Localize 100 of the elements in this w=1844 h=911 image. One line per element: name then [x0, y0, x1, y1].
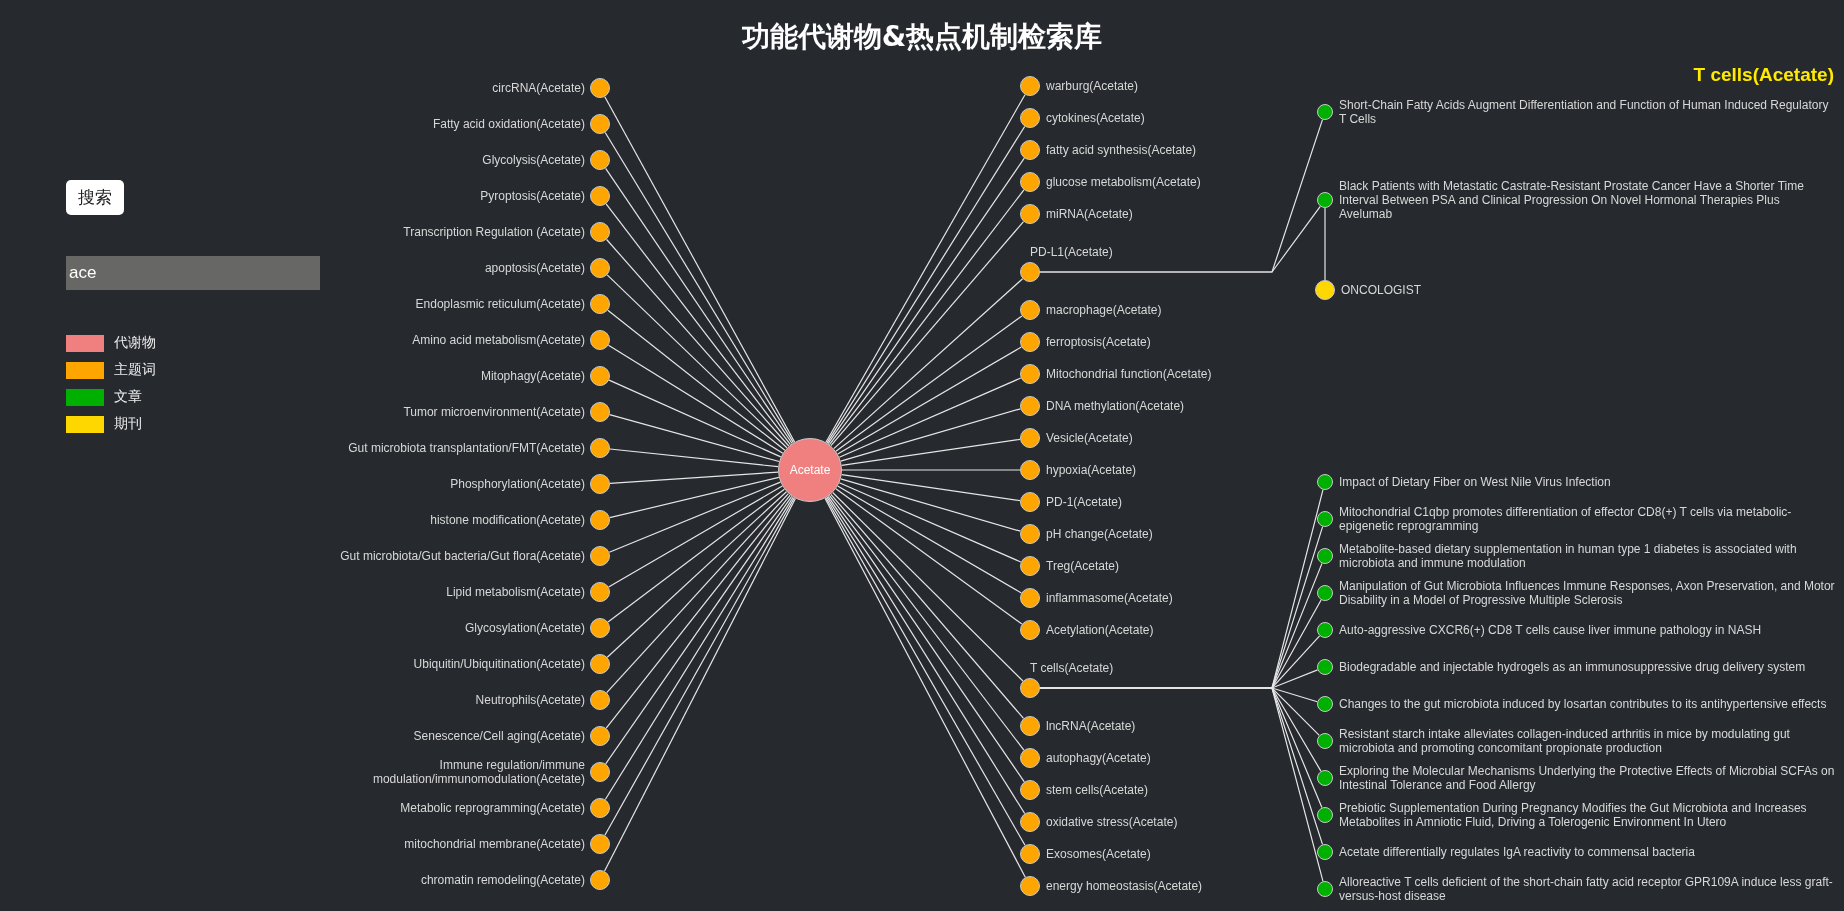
node-label: Prebiotic Supplementation During Pregnancy Modifies the Gut Microbiota and Increases Metabolites in Amniotic Fluid, Driving a Tolerogenic Environment In Utero [1339, 801, 1808, 829]
connector-line [606, 274, 788, 449]
connector-line [841, 469, 1021, 471]
node-label: mitochondrial membrane(Acetate) [404, 837, 585, 851]
node-label: Mitochondrial function(Acetate) [1046, 367, 1212, 381]
node-label: stem cells(Acetate) [1046, 783, 1149, 797]
node-label: ferroptosis(Acetate) [1046, 335, 1151, 349]
node-label: Pyroptosis(Acetate) [480, 189, 585, 203]
node-label: Fatty acid oxidation(Acetate) [432, 117, 585, 131]
node-label: PD-L1(Acetate) [1030, 245, 1113, 259]
node-label: energy homeostasis(Acetate) [1046, 879, 1203, 893]
node-label: Auto-aggressive CXCR6(+) CD8 T cells cause liver immune pathology in NASH [1339, 623, 1762, 637]
node-label: Acetate [789, 463, 831, 477]
node-label: Exploring the Molecular Mechanisms Underlying the Protective Effects of Microbial SCFAs on Intestinal Tolerance and Food Allergy [1339, 764, 1835, 792]
node-label: hypoxia(Acetate) [1046, 463, 1137, 477]
connector-line [608, 481, 781, 553]
node-label: inflammasome(Acetate) [1046, 591, 1173, 605]
connector-line [841, 438, 1021, 466]
connector-line [607, 344, 784, 454]
connector-line [606, 238, 790, 447]
node-label: Neutrophils(Acetate) [475, 693, 585, 707]
node-label: Mitophagy(Acetate) [480, 369, 585, 383]
connector-line [838, 482, 1022, 563]
node-label: PD-1(Acetate) [1046, 495, 1123, 509]
node-label: Glycosylation(Acetate) [464, 621, 585, 635]
search-field: ace [66, 256, 320, 290]
node-label: Changes to the gut microbiota induced by losartan contributes to its antihypertensive effects [1339, 697, 1827, 711]
connector-line [835, 488, 1023, 625]
node-label: Mitochondrial C1qbp promotes differentiation of effector CD8(+) T cells via metabolic-epigenetic reprogramming [1339, 505, 1793, 533]
connector-line [837, 485, 1022, 594]
node-label: Gut microbiota transplantation/FMT(Acetate) [348, 441, 585, 455]
node-label: Short-Chain Fatty Acids Augment Differentiation and Function of Human Induced Regulatory T Cells [1339, 98, 1830, 126]
node-label: Biodegradable and injectable hydrogels as an immunosuppressive drug delivery system [1339, 660, 1806, 674]
connector-line [607, 309, 786, 451]
node-label: Exosomes(Acetate) [1046, 847, 1151, 861]
node-label: circRNA(Acetate) [492, 81, 585, 95]
node-label: Metabolic reprogramming(Acetate) [400, 801, 585, 815]
node-label: Immune regulation/immune modulation/immunomodulation(Acetate) [371, 758, 585, 786]
tooltip-label: T cells(Acetate) [1693, 64, 1834, 86]
node-label: pH change(Acetate) [1046, 527, 1153, 541]
node-label: ONCOLOGIST [1341, 283, 1421, 297]
search-button: 搜索 [66, 180, 124, 215]
connector-line [606, 493, 789, 694]
node-label: Senescence/Cell aging(Acetate) [413, 729, 585, 743]
node-label: Treg(Acetate) [1046, 559, 1119, 573]
connector-line [609, 414, 780, 463]
node-label: fatty acid synthesis(Acetate) [1046, 143, 1197, 157]
node-label: oxidative stress(Acetate) [1046, 815, 1178, 829]
connector-line [606, 491, 788, 658]
connector-line [609, 476, 780, 519]
connector-line [835, 315, 1023, 452]
node-label: Manipulation of Gut Microbiota Influences Immune Responses, Axon Preservation, and Motor Disability in a Model of Progressive Multiple Sclerosis [1339, 579, 1835, 607]
connector-line [840, 478, 1021, 532]
connector-line [832, 491, 1024, 682]
node-label: Alloreactive T cells deficient of the short-chain fatty acid receptor GPR109A induce less graft-versus-host disease [1339, 875, 1834, 903]
connector-line [609, 448, 779, 468]
node-label: Vesicle(Acetate) [1046, 431, 1133, 445]
connector-line [837, 346, 1022, 455]
node-label: DNA methylation(Acetate) [1046, 399, 1185, 413]
node-label: autophagy(Acetate) [1046, 751, 1151, 765]
node-label: T cells(Acetate) [1030, 661, 1114, 675]
connector-line [1039, 205, 1321, 273]
node-label: Ubiquitin/Ubiquitination(Acetate) [413, 657, 585, 671]
connector-line [608, 485, 783, 588]
node-label: Gut microbiota/Gut bacteria/Gut flora(Acetate) [340, 549, 585, 563]
node-label: apoptosis(Acetate) [484, 261, 585, 275]
connector-line [1324, 207, 1326, 281]
node-label: Impact of Dietary Fiber on West Nile Virus Infection [1339, 475, 1611, 489]
node-label: Acetate differentially regulates IgA reactivity to commensal bacteria [1339, 845, 1695, 859]
connector-line [841, 474, 1021, 502]
node-label: warburg(Acetate) [1046, 79, 1139, 93]
node-label: glucose metabolism(Acetate) [1046, 175, 1201, 189]
node-label: Metabolite-based dietary supplementation in human type 1 diabetes is associated with microbiota and immune modulation [1339, 542, 1798, 570]
connector-line [833, 278, 1024, 450]
node-label: Acetylation(Acetate) [1046, 623, 1154, 637]
node-label: macrophage(Acetate) [1046, 303, 1162, 317]
node-label: Endoplasmic reticulum(Acetate) [415, 297, 585, 311]
node-label: histone modification(Acetate) [430, 513, 585, 527]
connector-line [838, 377, 1022, 458]
node-label: cytokines(Acetate) [1046, 111, 1145, 125]
page-title: 功能代谢物&热点机制检索库 [741, 20, 1103, 53]
legend-label: 代谢物 [114, 334, 156, 352]
legend-label: 期刊 [114, 415, 142, 433]
connector-line [608, 379, 782, 458]
connector-line [840, 408, 1021, 462]
legend-label: 文章 [114, 388, 142, 406]
connector-line [609, 471, 779, 484]
node-label: Glycolysis(Acetate) [482, 153, 585, 167]
legend-label: 主题词 [114, 361, 156, 379]
node-label: miRNA(Acetate) [1046, 207, 1133, 221]
node-label: Transcription Regulation (Acetate) [403, 225, 585, 239]
node-label: Phosphorylation(Acetate) [450, 477, 585, 491]
connector-line [607, 488, 785, 623]
node-label: Lipid metabolism(Acetate) [446, 585, 585, 599]
node-label: lncRNA(Acetate) [1046, 719, 1136, 733]
node-label: Resistant starch intake alleviates collagen-induced arthritis in mice by modulating gut microbiota and promoting concomitant propionate production [1339, 727, 1791, 755]
node-label: Amino acid metabolism(Acetate) [412, 333, 585, 347]
node-label: Tumor microenvironment(Acetate) [403, 405, 585, 419]
node-label: chromatin remodeling(Acetate) [420, 873, 585, 887]
node-label: Black Patients with Metastatic Castrate-Resistant Prostate Cancer Have a Shorter Time Interval Between PSA and Clinical Progression On Novel Hormonal Therapies Plus Avelumab [1339, 179, 1805, 221]
